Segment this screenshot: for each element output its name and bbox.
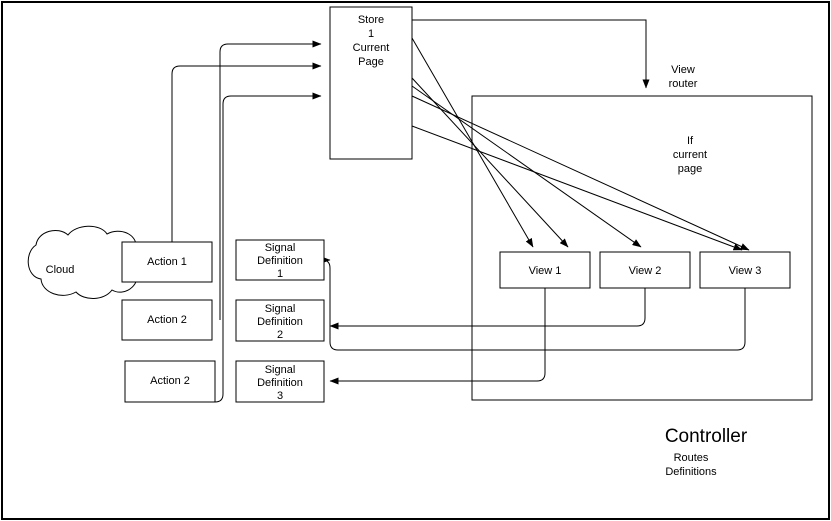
view3-node: View 3 — [699, 251, 791, 289]
action3-node: Action 2 — [124, 360, 216, 403]
connector-view1-to-signal3 — [329, 288, 546, 385]
signal1-label-line1: Signal — [265, 242, 296, 254]
store-node: Store 1 Current Page — [329, 6, 413, 160]
view-router-line2: router — [669, 78, 698, 90]
action1-node: Action 1 — [121, 241, 213, 283]
signal2-box — [235, 299, 325, 342]
cloud-node: Cloud — [27, 225, 148, 299]
signal1-label-line3: 1 — [277, 268, 283, 280]
view1-label: View 1 — [529, 265, 562, 277]
view3-box — [699, 251, 791, 289]
connector-store-to-view2 — [411, 85, 642, 248]
view1-node: View 1 — [499, 251, 591, 289]
connector-action2-to-store — [219, 40, 322, 320]
store-label-line4: Page — [358, 56, 384, 68]
if-current-page-line1: If — [687, 135, 694, 147]
connector-store-to-view-router — [412, 19, 650, 89]
action1-box — [121, 241, 213, 283]
if-current-page-line3: page — [678, 163, 702, 175]
signal3-label-line2: Definition — [257, 377, 303, 389]
signal2-label-line2: Definition — [257, 316, 303, 328]
connector-action1-to-store — [171, 62, 322, 242]
store-label-line1: Store — [358, 14, 384, 26]
view2-box — [599, 251, 691, 289]
action1-label: Action 1 — [147, 256, 187, 268]
signal1-box — [235, 239, 325, 281]
store-label-line2: 1 — [368, 28, 374, 40]
action2-label: Action 2 — [147, 314, 187, 326]
store-box — [329, 6, 413, 160]
controller-title-block: Controller Routes Definitions — [665, 426, 748, 478]
connector-view2-to-signal2 — [329, 288, 646, 330]
view1-box — [499, 251, 591, 289]
view-router-annotation: View router — [669, 64, 698, 90]
view2-label: View 2 — [629, 265, 662, 277]
connector-store-to-view1-a — [411, 37, 534, 248]
connector-action3-to-store — [214, 92, 322, 403]
connector-store-to-view3-a — [411, 95, 750, 251]
signal2-label-line3: 2 — [277, 329, 283, 341]
controller-title: Controller — [665, 426, 748, 447]
action2-node: Action 2 — [121, 299, 213, 341]
view2-node: View 2 — [599, 251, 691, 289]
controller-group-frame — [471, 95, 813, 401]
cloud-label: Cloud — [46, 264, 75, 276]
action2-box — [121, 299, 213, 341]
connector-store-to-view3-b — [411, 125, 743, 251]
signal2-node: Signal Definition 2 — [235, 299, 325, 342]
signal3-box — [235, 360, 325, 403]
if-current-page-line2: current — [673, 149, 707, 161]
signal3-label-line1: Signal — [265, 364, 296, 376]
if-current-page-annotation: If current page — [673, 135, 707, 175]
signal1-node: Signal Definition 1 — [235, 239, 325, 281]
action3-box — [124, 360, 216, 403]
connector-view3-to-signal1 — [321, 256, 746, 351]
view-router-line1: View — [671, 64, 695, 76]
view3-label: View 3 — [729, 265, 762, 277]
signal1-label-line2: Definition — [257, 255, 303, 267]
controller-sub-definitions: Definitions — [665, 466, 717, 478]
signal2-label-line1: Signal — [265, 303, 296, 315]
signal3-label-line3: 3 — [277, 390, 283, 402]
action3-label: Action 2 — [150, 375, 190, 387]
controller-sub-routes: Routes — [674, 452, 709, 464]
signal3-node: Signal Definition 3 — [235, 360, 325, 403]
store-label-line3: Current — [353, 42, 390, 54]
connector-store-to-view1-b — [411, 77, 569, 248]
